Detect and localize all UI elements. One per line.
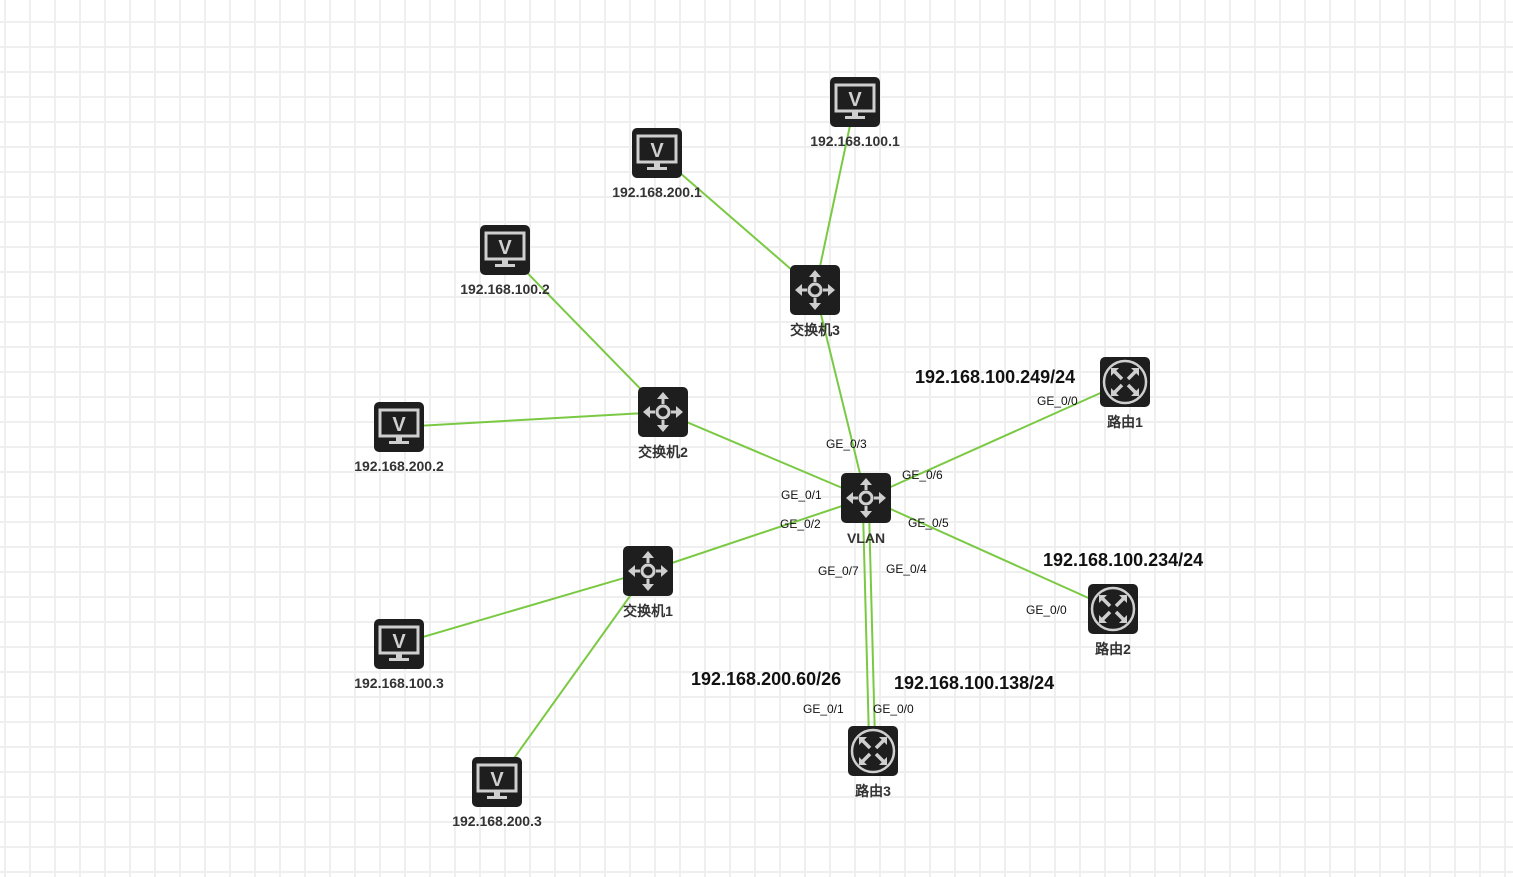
node-label: 交换机3 — [790, 322, 840, 338]
link-sw2-vlan[interactable] — [662, 411, 867, 499]
switch-icon — [623, 546, 673, 596]
link-pc2003-sw1[interactable] — [496, 570, 649, 783]
node-label: 路由2 — [1095, 641, 1131, 657]
port-label: GE_0/0 — [1026, 603, 1067, 617]
port-label: GE_0/6 — [902, 468, 943, 482]
pc-monitor-icon: V — [374, 402, 424, 452]
node-label: 192.168.200.3 — [452, 813, 542, 829]
node-label: 路由3 — [855, 783, 891, 799]
ip-address-label: 192.168.100.249/24 — [915, 367, 1075, 387]
node-label: 交换机2 — [638, 444, 688, 460]
router-icon — [1088, 584, 1138, 634]
svg-text:V: V — [392, 631, 406, 653]
pc-node-pc1003[interactable]: V 192.168.100.3 — [354, 619, 444, 691]
node-label: 192.168.200.2 — [354, 458, 444, 474]
port-label: GE_0/2 — [780, 517, 821, 531]
switch-node-vlan[interactable]: VLAN — [841, 473, 891, 546]
link-pc1002-sw2[interactable] — [504, 249, 664, 413]
port-label: GE_0/0 — [1037, 394, 1078, 408]
switch-icon — [638, 387, 688, 437]
port-label: GE_0/1 — [781, 488, 822, 502]
node-label: 192.168.100.2 — [460, 281, 550, 297]
svg-text:V: V — [392, 414, 406, 436]
node-label: 192.168.200.1 — [612, 184, 702, 200]
ip-address-label: 192.168.200.60/26 — [691, 669, 841, 689]
pc-node-pc1001[interactable]: V 192.168.100.1 — [810, 77, 900, 149]
node-label: 192.168.100.3 — [354, 675, 444, 691]
svg-text:V: V — [848, 89, 862, 111]
switch-icon — [790, 265, 840, 315]
pc-node-pc1002[interactable]: V 192.168.100.2 — [460, 225, 550, 297]
ip-address-label: 192.168.100.234/24 — [1043, 550, 1203, 570]
router-node-r2[interactable]: 路由2 — [1088, 584, 1138, 657]
pc-monitor-icon: V — [632, 128, 682, 178]
link-pc2002-sw2[interactable] — [398, 411, 664, 428]
pc-monitor-icon: V — [374, 619, 424, 669]
link-sw1-vlan[interactable] — [647, 497, 867, 572]
router-icon — [848, 726, 898, 776]
switch-node-sw1[interactable]: 交换机1 — [623, 546, 673, 619]
node-label: 路由1 — [1107, 414, 1143, 430]
link-vlan-r3a[interactable] — [862, 509, 870, 741]
pc-node-pc2001[interactable]: V 192.168.200.1 — [612, 128, 702, 200]
pc-monitor-icon: V — [830, 77, 880, 127]
router-icon — [1100, 357, 1150, 407]
port-label: GE_0/3 — [826, 437, 867, 451]
port-label: GE_0/5 — [908, 516, 949, 530]
switch-icon — [841, 473, 891, 523]
switch-node-sw3[interactable]: 交换机3 — [790, 265, 840, 338]
link-vlan-r3b[interactable] — [868, 509, 876, 741]
pc-monitor-icon: V — [472, 757, 522, 807]
link-vlan-r1[interactable] — [865, 381, 1126, 499]
svg-text:V: V — [498, 237, 512, 259]
port-label: GE_0/7 — [818, 564, 859, 578]
node-label: 192.168.100.1 — [810, 133, 900, 149]
pc-monitor-icon: V — [480, 225, 530, 275]
router-node-r1[interactable]: 路由1 — [1100, 357, 1150, 430]
node-label: 交换机1 — [623, 603, 673, 619]
pc-node-pc2002[interactable]: V 192.168.200.2 — [354, 402, 444, 474]
link-pc1001-sw3[interactable] — [814, 101, 856, 291]
ip-address-label: 192.168.100.138/24 — [894, 673, 1054, 693]
link-pc1003-sw1[interactable] — [398, 570, 649, 645]
pc-node-pc2003[interactable]: V 192.168.200.3 — [452, 757, 542, 829]
port-label: GE_0/1 — [803, 702, 844, 716]
link-vlan-r2[interactable] — [865, 497, 1114, 610]
link-sw3-vlan[interactable] — [814, 289, 867, 499]
svg-text:V: V — [490, 769, 504, 791]
router-node-r3[interactable]: 路由3 — [848, 726, 898, 799]
port-label: GE_0/4 — [886, 562, 927, 576]
svg-text:V: V — [650, 140, 664, 162]
link-pc2001-sw3[interactable] — [656, 152, 816, 291]
switch-node-sw2[interactable]: 交换机2 — [638, 387, 688, 460]
port-label: GE_0/0 — [873, 702, 914, 716]
node-label: VLAN — [847, 530, 885, 546]
